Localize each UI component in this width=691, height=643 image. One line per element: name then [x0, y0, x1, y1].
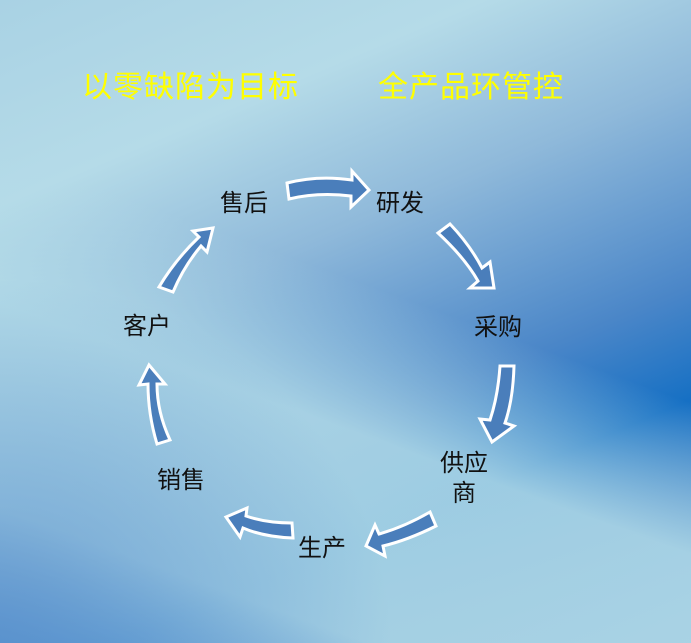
- node-supplier: 供应 商: [440, 448, 488, 508]
- node-rd: 研发: [376, 189, 424, 217]
- node-after-sales: 售后: [220, 189, 268, 217]
- node-sales: 销售: [157, 466, 205, 494]
- arrow-rd-to-purchasing-icon: [435, 221, 496, 290]
- arrow-production-to-sales-icon: [223, 505, 295, 541]
- arrow-purchasing-to-supplier-icon: [477, 364, 518, 445]
- title-full-product-control: 全产品环管控: [378, 70, 564, 105]
- node-supplier-line2: 商: [452, 479, 476, 507]
- title-zero-defect: 以零缺陷为目标: [82, 70, 299, 105]
- arrow-aftersales-to-rd-icon: [285, 167, 372, 211]
- arrow-supplier-to-production-icon: [364, 509, 438, 559]
- node-customer: 客户: [123, 312, 171, 340]
- arrow-sales-to-customer-icon: [136, 362, 173, 446]
- node-production: 生产: [298, 534, 346, 562]
- node-purchasing: 采购: [474, 313, 522, 341]
- arrow-customer-to-aftersales-icon: [156, 226, 216, 294]
- node-supplier-line1: 供应: [440, 449, 488, 477]
